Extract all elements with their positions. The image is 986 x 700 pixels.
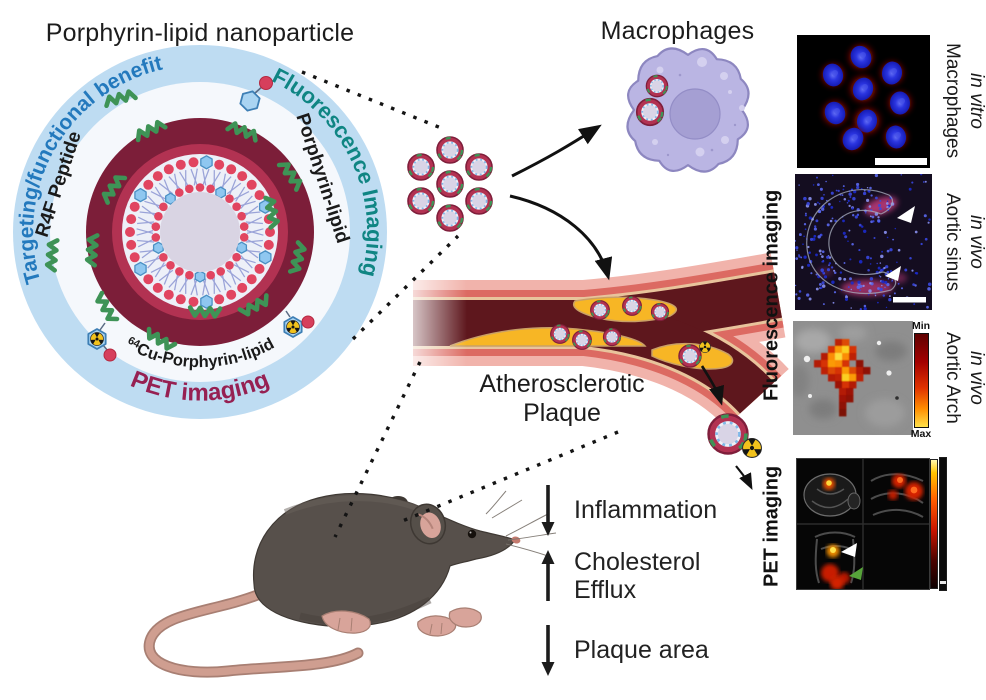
bright-spots: [803, 340, 892, 398]
nanoparticle-core: [160, 192, 240, 272]
outcome-plaque-area: Plaque area: [538, 622, 709, 678]
outcome-label: Plaque area: [574, 636, 709, 664]
outcome-label: Cholesterol Efflux: [574, 548, 701, 604]
panel-label-invitro-macrophages: in vitro Macrophages: [936, 34, 986, 168]
panel-subject: Macrophages: [942, 43, 963, 159]
colorbar-max-label: Max: [910, 428, 932, 440]
arrowhead-icon: [841, 543, 857, 557]
mouse: [143, 490, 557, 678]
macrophages-title: Macrophages: [600, 17, 755, 45]
tissue-outline: [806, 189, 897, 295]
panel-context: in vivo: [966, 215, 986, 269]
arrow-down-icon: [541, 625, 555, 676]
nanoparticle-circle-diagram: Targeting/functional benefit Fluorescenc…: [13, 45, 387, 419]
panel-label-invivo-aortic-arch: in vivo Aortic Arch: [936, 318, 986, 438]
pet-coronal-slice: [814, 531, 863, 590]
nanoparticle-cluster: [403, 132, 497, 236]
scale-bar: [893, 297, 926, 303]
heat-colorbar: [914, 333, 929, 428]
dotted-connectors: [301, 70, 619, 538]
pet-sagittal-slice: [870, 473, 924, 518]
arrow-down-icon: [541, 485, 555, 536]
plaque-label: Atherosclerotic Plaque: [479, 370, 644, 427]
arrow-up-icon: [541, 550, 555, 601]
outcome-cholesterol-efflux: Cholesterol Efflux: [538, 548, 724, 604]
panel-aortic-sinus-image: [794, 173, 932, 311]
macrophage-granules: [666, 73, 737, 157]
mouse-paws: [321, 607, 482, 637]
outcome-label: Inflammation: [574, 496, 718, 524]
panel-label-invivo-aortic-sinus: in vivo Aortic sinus: [936, 172, 986, 312]
porphyrin-lipid-icon: [238, 76, 273, 114]
macrophage-cell: [626, 47, 750, 173]
panel-subject: Aortic sinus: [942, 192, 963, 292]
cu64-porphyrin-icon-left: [87, 322, 117, 362]
pet-colorbar: [930, 459, 938, 589]
colorbar-min-label: Min: [911, 320, 931, 332]
mouse-body: [252, 492, 516, 627]
pet-imaging-group-label: PET imaging: [760, 465, 783, 587]
released-nanoparticle: [701, 407, 763, 461]
mouse-whiskers: [485, 490, 557, 557]
macrophage-nucleus: [669, 88, 721, 140]
cu64-porphyrin-icon-right: [283, 310, 315, 338]
mouse-tail: [145, 590, 362, 676]
scale-bar: [875, 158, 927, 165]
flow-arrows: [509, 124, 753, 490]
nanoparticle-title: Porphyrin-lipid nanoparticle: [45, 19, 355, 47]
green-arrowhead-icon: [849, 567, 863, 580]
arrowhead-icon: [897, 206, 915, 223]
panel-context: in vivo: [966, 351, 986, 405]
fluorescence-imaging-group-label: Fluorescence imaging: [760, 189, 783, 401]
plaque-label-line2: Plaque: [523, 399, 601, 427]
plaque-label-line1: Atherosclerotic: [479, 370, 644, 398]
pet-axial-slice: [803, 473, 861, 517]
lipid-bilayer-ring: [125, 155, 275, 309]
macrophage-vacuoles: [652, 57, 745, 157]
mouse-ear: [409, 503, 447, 545]
panel-invitro-macrophages-image: [797, 35, 930, 168]
panel-aortic-arch-image: [789, 321, 913, 435]
panel-context: in vitro: [966, 73, 986, 129]
panel-subject: Aortic Arch: [942, 332, 963, 424]
panel-pet-image: [796, 458, 930, 590]
arrowhead-icon: [885, 266, 901, 281]
mouse-toes: [337, 617, 443, 635]
pet-colorbar-secondary: [939, 457, 947, 591]
outcome-inflammation: Inflammation: [538, 482, 717, 538]
mouse-eye: [467, 529, 477, 539]
